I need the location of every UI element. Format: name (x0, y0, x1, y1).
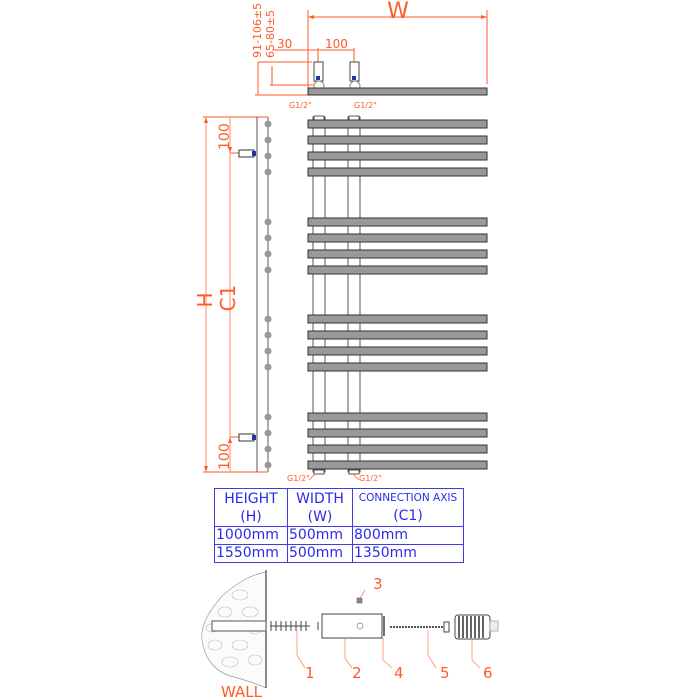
part-4-label: 4 (394, 664, 404, 682)
thread-top-left: G1/2" (289, 101, 312, 110)
side-view: H C1 100 100 (193, 116, 272, 473)
part-5-label: 5 (440, 664, 450, 682)
cell-width: 500mm (287, 526, 353, 545)
header-connection-axis: CONNECTION AXIS(C1) (352, 488, 464, 527)
top-bar (307, 87, 488, 96)
cell-axis: 800mm (352, 526, 464, 545)
thread-bottom-right: G1/2" (359, 474, 382, 483)
wall-label: WALL (221, 683, 263, 700)
height-label: H (193, 292, 217, 307)
connection-axis-label: C1 (216, 285, 240, 312)
dim-100: 100 (325, 37, 348, 51)
part-6-label: 6 (483, 664, 493, 682)
dim-91-106: 91-106±5 (251, 3, 264, 58)
part-1-label: 1 (305, 664, 315, 682)
top-view: W 91-106±5 65-80±5 30 100 G1/2" G1/2" (251, 0, 488, 110)
cell-width: 500mm (287, 544, 353, 563)
mounting-detail: 3 1 2 4 5 6 WALL (201, 570, 499, 700)
top-offset-label: 100 (217, 123, 233, 150)
part-2-label: 2 (352, 664, 362, 682)
thread-top-right: G1/2" (354, 101, 377, 110)
table-row: 1550mm 500mm 1350mm (214, 544, 464, 563)
cell-height: 1000mm (214, 526, 288, 545)
table-header-row: HEIGHT(H) WIDTH(W) CONNECTION AXIS(C1) (214, 488, 464, 527)
dim-30: 30 (277, 37, 292, 51)
header-width: WIDTH(W) (287, 488, 353, 527)
table-row: 1000mm 500mm 800mm (214, 526, 464, 545)
part-3-label: 3 (373, 575, 383, 593)
bottom-offset-label: 100 (217, 443, 233, 470)
dim-65-80: 65-80±5 (264, 10, 277, 58)
front-view: G1/2" G1/2" (287, 115, 488, 483)
header-height: HEIGHT(H) (214, 488, 288, 527)
heating-bars (307, 119, 488, 470)
thread-bottom-left: G1/2" (287, 474, 310, 483)
width-label: W (387, 0, 409, 24)
spec-table: HEIGHT(H) WIDTH(W) CONNECTION AXIS(C1) 1… (214, 488, 464, 563)
cell-axis: 1350mm (352, 544, 464, 563)
cell-height: 1550mm (214, 544, 288, 563)
